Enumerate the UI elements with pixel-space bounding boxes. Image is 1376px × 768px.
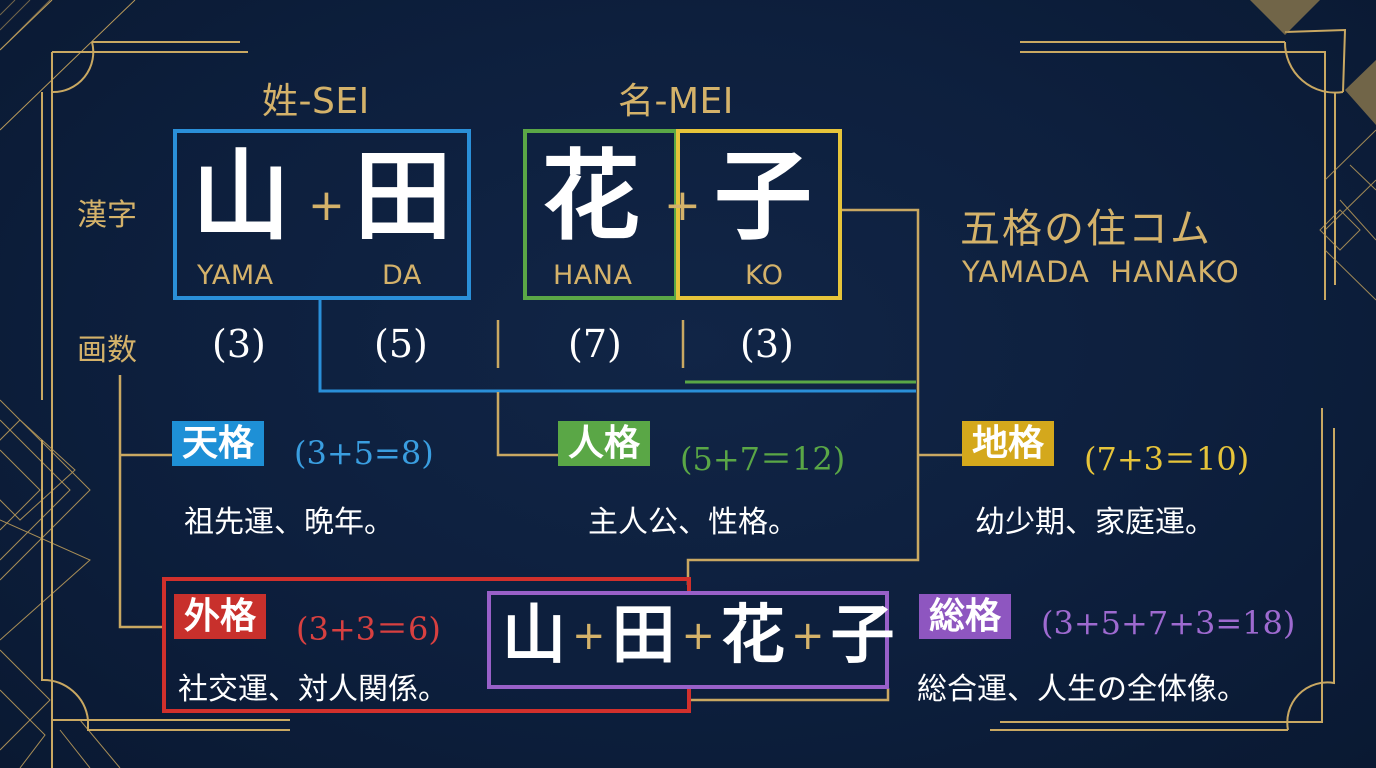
- tenkaku-formula: (3+5=8): [294, 434, 434, 472]
- jinkaku-formula: (5+7＝12): [680, 440, 846, 478]
- kanji-hana: 花: [542, 139, 641, 254]
- jinkaku-description: 主人公、性格。: [588, 505, 798, 540]
- full-name-char: 花: [721, 598, 786, 673]
- full-name-char: 田: [611, 598, 676, 673]
- romaji-hana: HANA: [553, 260, 633, 291]
- plus-sign: +: [681, 613, 716, 659]
- ko-box: [676, 129, 842, 300]
- plus-sign: +: [572, 613, 606, 659]
- gaikaku-badge: 外格: [174, 594, 267, 640]
- soukaku-badge: 総格: [919, 594, 1012, 640]
- full-name-box: [487, 591, 889, 689]
- corner-ornament-top-left: [0, 0, 136, 131]
- stroke-count-da: (5): [374, 322, 428, 366]
- romaji-ko: KO: [745, 260, 784, 291]
- tenkaku-badge: 天格: [172, 421, 265, 467]
- chikaku-formula: (7+3＝10): [1084, 440, 1250, 478]
- given-name-header: 名-MEI: [618, 81, 734, 122]
- plus-sign: +: [664, 180, 701, 231]
- chikaku-description: 幼少期、家庭運。: [975, 505, 1215, 540]
- full-name: 山 + 田 + 花 + 子: [502, 604, 895, 668]
- surname-header: 姓-SEI: [262, 81, 370, 122]
- strokes-row-label: 画数: [77, 333, 137, 368]
- romaji-da: DA: [382, 260, 422, 291]
- soukaku-description: 総合運、人生の全体像。: [917, 672, 1247, 707]
- plus-sign: +: [308, 180, 345, 231]
- jinkaku-badge: 人格: [558, 421, 651, 467]
- gaikaku-description: 社交運、対人関係。: [178, 672, 448, 707]
- diagram-title: 五格の住コム: [960, 206, 1212, 252]
- kanji-ko: 子: [714, 139, 813, 254]
- kanji-yama: 山: [192, 139, 291, 254]
- surname-box: [173, 129, 471, 300]
- chikaku-badge: 地格: [962, 421, 1055, 467]
- soukaku-formula: (3+5+7+3=18): [1041, 604, 1296, 642]
- tenkaku-description: 祖先運、晩年。: [184, 505, 394, 540]
- full-name-char: 子: [830, 598, 895, 673]
- kanji-da: 田: [354, 139, 453, 254]
- stroke-count-yama: (3): [212, 322, 266, 366]
- gaikaku-formula: (3+3＝6): [296, 610, 441, 648]
- stroke-count-hana: (7): [568, 322, 622, 366]
- kanji-row-label: 漢字: [77, 198, 137, 233]
- full-name-char: 山: [502, 598, 566, 673]
- stroke-count-ko: (3): [740, 322, 794, 366]
- romaji-yama: YAMA: [197, 260, 274, 291]
- plus-sign: +: [791, 613, 825, 659]
- diagram-subtitle: YAMADA HANAKO: [962, 255, 1240, 289]
